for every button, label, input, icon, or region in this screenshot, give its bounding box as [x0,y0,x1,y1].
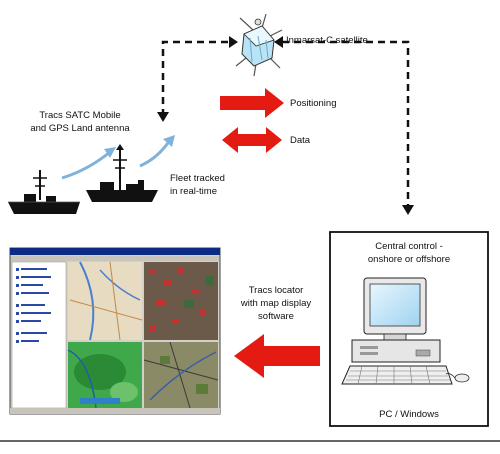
arrowhead-down-left [157,112,169,122]
arrowhead-down-right [402,205,414,215]
map-software-screenshot [9,247,221,415]
arrowhead-right-to-sat [274,36,283,48]
central-control-line1: Central control - [375,241,443,252]
fleet-label: Fleet tracked in real-time [170,172,225,198]
antenna-label-line2: and GPS Land antenna [30,123,130,134]
signal-arrow-1 [61,150,111,180]
locator-label-line3: software [258,311,294,322]
pc-windows-label: PC / Windows [379,409,439,420]
antenna-label: Tracs SATC Mobile and GPS Land antenna [20,109,140,135]
central-control-box [329,231,489,427]
arrowhead-left-to-sat [229,36,238,48]
signal-arrow-2 [139,139,172,168]
ship-icon [8,170,80,214]
positioning-arrow [220,88,284,118]
satellite-label: Inmarsat-C satellite [286,35,368,46]
satellite-icon [235,13,283,77]
legend-data: Data [290,135,311,146]
central-control-label: Central control - onshore or offshore [330,240,488,266]
legend-positioning: Positioning [290,98,337,109]
locator-label: Tracs locator with map display software [226,284,326,323]
antenna-label-line1: Tracs SATC Mobile [39,110,121,121]
central-control-line2: onshore or offshore [367,254,451,265]
fleet-label-line1: Fleet tracked [170,173,225,184]
locator-label-line2: with map display [240,298,312,309]
data-flow-arrow [234,334,320,378]
dashed-link-right [282,40,410,206]
computer-icon [341,277,470,385]
fleet-label-line2: in real-time [170,186,217,197]
locator-label-line1: Tracs locator [248,285,304,296]
ship-icon [86,144,158,202]
dashed-link-left [161,40,228,113]
data-arrow [222,127,282,153]
